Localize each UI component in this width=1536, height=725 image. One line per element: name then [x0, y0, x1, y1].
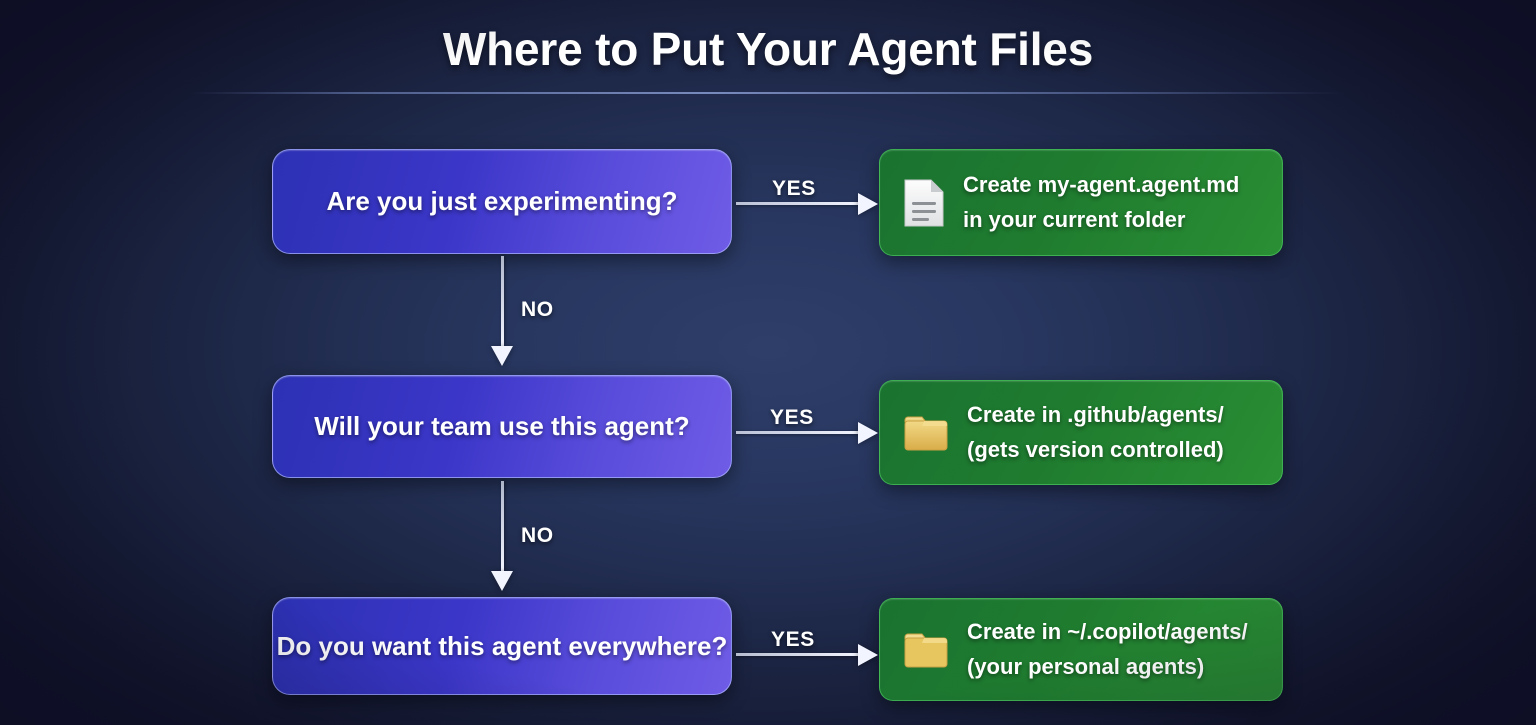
arrow-label-yes-3: YES [771, 628, 815, 651]
outcome-line-2: (gets version controlled) [967, 436, 1224, 462]
outcome-line-2: (your personal agents) [967, 653, 1205, 679]
arrow-label-no-2: NO [521, 524, 554, 547]
folder-icon [902, 628, 950, 672]
outcome-box-current-folder[interactable]: Create my-agent.agent.md in your current… [879, 149, 1283, 256]
outcome-box-github-agents[interactable]: Create in .github/agents/ (gets version … [879, 380, 1283, 485]
arrow-label-yes-1: YES [772, 177, 816, 200]
title-divider [190, 92, 1345, 94]
arrow-head [491, 346, 513, 366]
decision-box-experimenting[interactable]: Are you just experimenting? [272, 149, 732, 254]
decision-label: Do you want this agent everywhere? [276, 630, 728, 661]
decision-label: Are you just experimenting? [326, 186, 678, 216]
decision-box-everywhere[interactable]: Do you want this agent everywhere? [272, 597, 732, 695]
arrow-head [858, 193, 878, 215]
document-icon [902, 178, 946, 228]
arrow-head [858, 644, 878, 666]
arrow-label-no-1: NO [521, 298, 554, 321]
arrow-no-1 [489, 256, 517, 366]
arrow-shaft [501, 481, 504, 571]
outcome-line-2: in your current folder [963, 206, 1186, 232]
decision-box-team-use[interactable]: Will your team use this agent? [272, 375, 732, 478]
arrow-shaft [736, 202, 858, 205]
outcome-box-copilot-agents[interactable]: Create in ~/.copilot/agents/ (your perso… [879, 598, 1283, 701]
arrow-shaft [501, 256, 504, 346]
arrow-shaft [736, 653, 858, 656]
outcome-text: Create in ~/.copilot/agents/ (your perso… [967, 615, 1248, 683]
outcome-line-1: Create in ~/.copilot/agents/ [967, 619, 1248, 645]
arrow-shaft [736, 431, 858, 434]
arrow-head [491, 571, 513, 591]
outcome-text: Create my-agent.agent.md in your current… [963, 168, 1239, 236]
folder-icon [902, 411, 950, 455]
arrow-label-yes-2: YES [770, 406, 814, 429]
outcome-text: Create in .github/agents/ (gets version … [967, 398, 1224, 466]
outcome-line-1: Create in .github/agents/ [967, 402, 1224, 428]
arrow-head [858, 422, 878, 444]
outcome-line-1: Create my-agent.agent.md [963, 172, 1240, 198]
page-title: Where to Put Your Agent Files [442, 23, 1094, 75]
decision-label: Will your team use this agent? [314, 411, 690, 441]
arrow-no-2 [489, 481, 517, 591]
